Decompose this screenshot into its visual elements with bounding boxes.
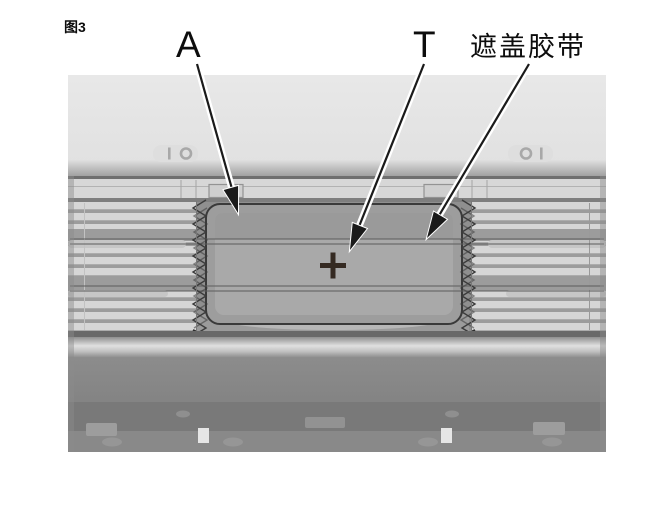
figure-label: 图3: [64, 19, 86, 35]
grille-slats-left: [68, 202, 196, 332]
tow-cover-left: [198, 428, 209, 443]
callout-tape-label: 遮盖胶带: [470, 32, 586, 62]
tape-strip-lines: [70, 238, 604, 292]
hood-grille-gap: [68, 176, 606, 180]
leader-arrow-t: [348, 62, 428, 254]
callout-t-label: T: [413, 24, 436, 65]
target-cross-mark: [320, 252, 346, 279]
leader-arrow-tape: [425, 62, 533, 242]
emblem-bar-right-icon: [540, 147, 543, 160]
emblem-ring-right-icon: [519, 147, 533, 160]
valance-detail-center: [305, 417, 345, 428]
upper-trim-band: [68, 179, 606, 202]
lower-bumper: [68, 331, 606, 452]
valance-detail-left: [86, 423, 117, 436]
tow-cover-right: [441, 428, 452, 443]
tape-torn-edge-right: [459, 199, 477, 335]
emblem-ring-left-icon: [179, 147, 193, 160]
leader-arrow-a: [193, 63, 240, 217]
emblem-bar-left-icon: [168, 147, 171, 160]
hood-emblem-marks: [153, 145, 553, 162]
grille-slats-right: [472, 202, 606, 332]
bumper-edge-right: [600, 176, 606, 452]
tape-torn-edge-left: [191, 199, 209, 335]
bumper-edge-left: [68, 176, 74, 452]
callout-a-label: A: [176, 24, 201, 65]
valance-detail-right: [533, 422, 565, 435]
